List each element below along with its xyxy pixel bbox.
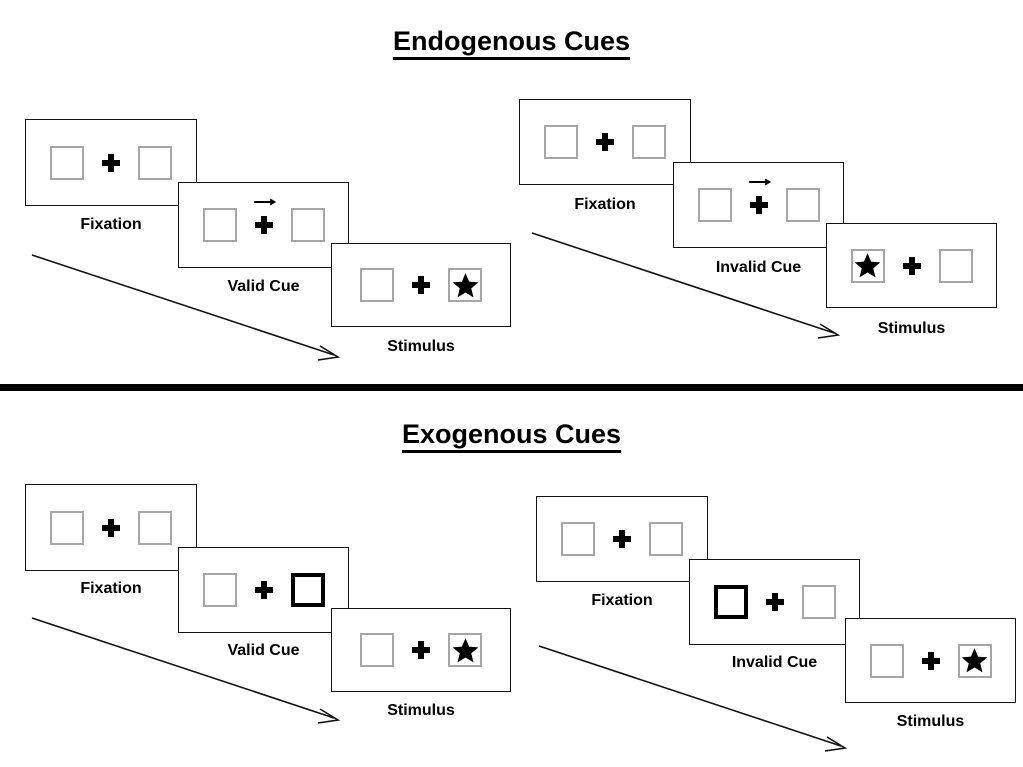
right-box xyxy=(785,188,820,222)
section-divider xyxy=(0,384,1023,391)
frame-exogenous-invalid-cue xyxy=(689,559,860,645)
frame-exogenous-valid-fixation xyxy=(25,484,197,571)
time-arrow-endogenous-valid xyxy=(31,254,341,361)
left-box xyxy=(202,573,237,607)
right-box xyxy=(632,125,666,159)
star-icon xyxy=(452,637,478,662)
star-icon xyxy=(452,272,478,297)
fixation-cross xyxy=(408,268,434,302)
fixation-cross xyxy=(762,585,788,619)
fixation-cross xyxy=(408,633,434,667)
frame-endogenous-valid-fixation xyxy=(25,119,197,206)
frame-endogenous-invalid-cue xyxy=(673,162,844,248)
right-box xyxy=(649,522,683,556)
left-box xyxy=(561,522,595,556)
fixation-cross xyxy=(592,125,618,159)
caption-endogenous-valid-fixation: Fixation xyxy=(80,216,142,233)
right-box xyxy=(448,268,482,302)
arrow-right-cue-icon xyxy=(253,198,276,206)
right-box xyxy=(938,248,973,283)
fixation-cross xyxy=(918,644,944,678)
left-box xyxy=(544,125,578,159)
left-box xyxy=(50,145,84,180)
fixation-cross xyxy=(98,511,124,545)
right-box-cued xyxy=(290,573,325,607)
left-box xyxy=(850,248,885,283)
right-box xyxy=(957,643,992,678)
frame-exogenous-valid-stimulus xyxy=(331,608,511,692)
arrow-right-cue-icon xyxy=(748,178,771,186)
caption-endogenous-valid-stimulus: Stimulus xyxy=(387,338,455,355)
caption-endogenous-invalid-stimulus: Stimulus xyxy=(877,320,946,337)
caption-endogenous-valid-cue: Valid Cue xyxy=(227,278,300,295)
star-icon xyxy=(961,648,988,673)
caption-exogenous-valid-fixation: Fixation xyxy=(80,580,142,597)
frame-endogenous-valid-stimulus xyxy=(331,243,511,327)
right-box xyxy=(801,585,836,619)
frame-exogenous-invalid-stimulus xyxy=(845,618,1016,703)
left-box xyxy=(360,633,394,667)
fixation-cross xyxy=(251,573,277,607)
section-title-exogenous: Exogenous Cues xyxy=(0,419,1023,453)
time-arrow-endogenous-invalid xyxy=(531,232,841,339)
left-box xyxy=(360,268,394,302)
left-box-cued xyxy=(713,585,748,619)
left-box xyxy=(202,208,237,242)
caption-endogenous-invalid-cue: Invalid Cue xyxy=(715,259,802,276)
time-arrow-exogenous-valid xyxy=(31,617,341,724)
left-box xyxy=(697,188,732,222)
fixation-cross xyxy=(746,178,772,222)
caption-exogenous-valid-stimulus: Stimulus xyxy=(387,702,455,719)
right-box xyxy=(448,633,482,667)
right-box xyxy=(138,145,172,180)
frame-endogenous-invalid-fixation xyxy=(519,99,691,185)
star-icon xyxy=(854,253,881,278)
right-box xyxy=(290,208,325,242)
fixation-cross xyxy=(899,249,925,283)
caption-exogenous-invalid-stimulus: Stimulus xyxy=(896,713,965,730)
left-box xyxy=(50,510,84,545)
caption-exogenous-invalid-fixation: Fixation xyxy=(591,592,653,609)
frame-exogenous-invalid-fixation xyxy=(536,496,708,582)
section-title-endogenous: Endogenous Cues xyxy=(0,26,1023,60)
frame-endogenous-valid-cue xyxy=(178,182,349,268)
frame-exogenous-valid-cue xyxy=(178,547,349,633)
section-title-endogenous-text: Endogenous Cues xyxy=(392,26,630,60)
caption-endogenous-invalid-fixation: Fixation xyxy=(574,196,636,213)
fixation-cross xyxy=(98,146,124,180)
right-box xyxy=(138,510,172,545)
caption-exogenous-valid-cue: Valid Cue xyxy=(227,642,300,659)
section-title-exogenous-text: Exogenous Cues xyxy=(401,419,622,453)
left-box xyxy=(869,643,904,678)
caption-exogenous-invalid-cue: Invalid Cue xyxy=(731,654,818,671)
fixation-cross xyxy=(609,522,635,556)
time-arrow-exogenous-invalid xyxy=(538,645,848,752)
frame-endogenous-invalid-stimulus xyxy=(826,223,997,308)
fixation-cross xyxy=(251,198,277,242)
